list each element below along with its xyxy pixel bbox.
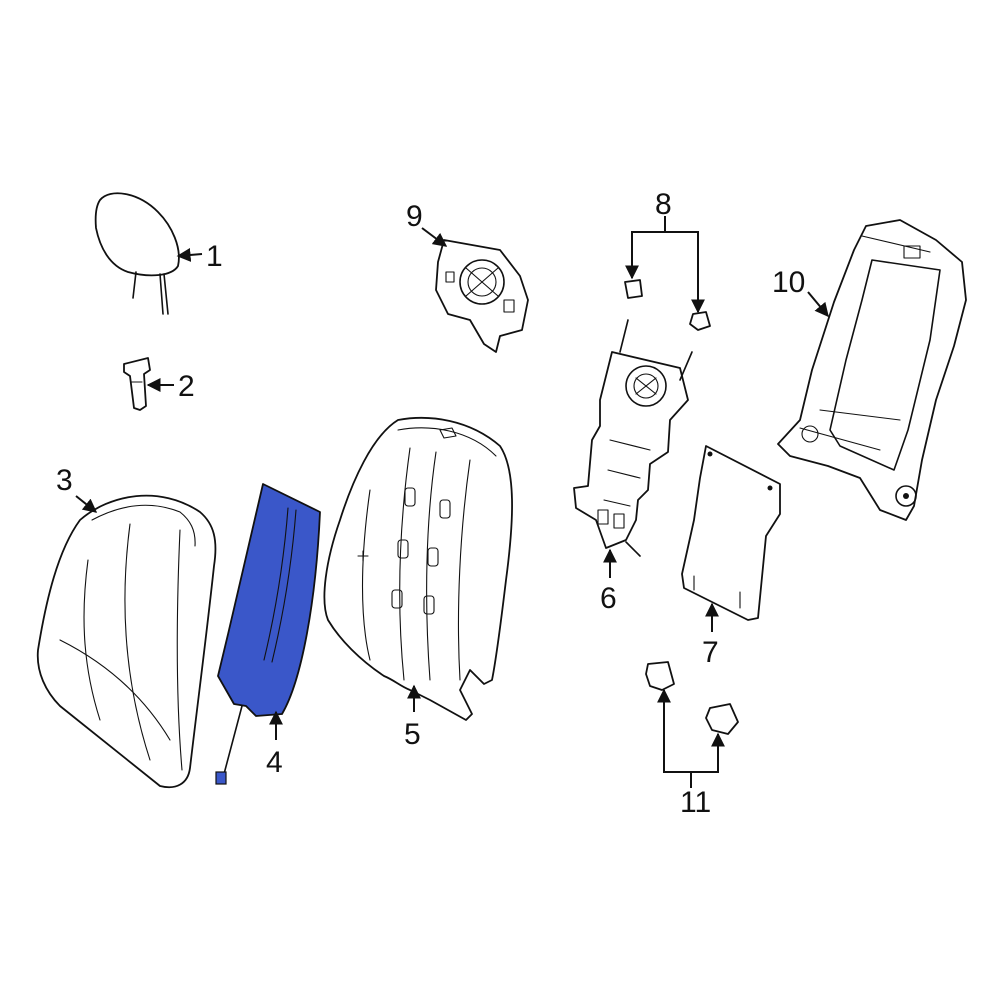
callout-10: 10 bbox=[772, 266, 805, 299]
nut-part[interactable] bbox=[624, 279, 711, 331]
seat-cover-part[interactable] bbox=[36, 494, 217, 789]
motor-bracket-part[interactable] bbox=[435, 239, 529, 353]
callout-11: 11 bbox=[680, 786, 711, 819]
clip-part[interactable] bbox=[645, 661, 739, 735]
callout-9: 9 bbox=[406, 200, 423, 233]
callout-3: 3 bbox=[56, 464, 73, 497]
callout-7: 7 bbox=[702, 636, 719, 669]
callout-6: 6 bbox=[600, 582, 617, 615]
guide-part[interactable] bbox=[123, 357, 151, 411]
callout-2: 2 bbox=[178, 370, 195, 403]
lumbar-support-part[interactable] bbox=[573, 319, 693, 557]
seat-pad-part[interactable] bbox=[323, 417, 513, 721]
callout-8: 8 bbox=[655, 188, 672, 221]
seat-frame-part[interactable] bbox=[777, 219, 967, 521]
back-panel-part[interactable] bbox=[681, 445, 781, 621]
callout-4: 4 bbox=[266, 746, 283, 779]
callout-5: 5 bbox=[404, 718, 421, 751]
callout-1: 1 bbox=[206, 240, 223, 273]
headrest-part[interactable] bbox=[94, 192, 180, 315]
heater-element-part[interactable] bbox=[215, 483, 321, 785]
callout-labels: 1 2 3 4 5 6 7 8 9 10 11 bbox=[56, 188, 805, 819]
leader-lines bbox=[75, 216, 829, 788]
